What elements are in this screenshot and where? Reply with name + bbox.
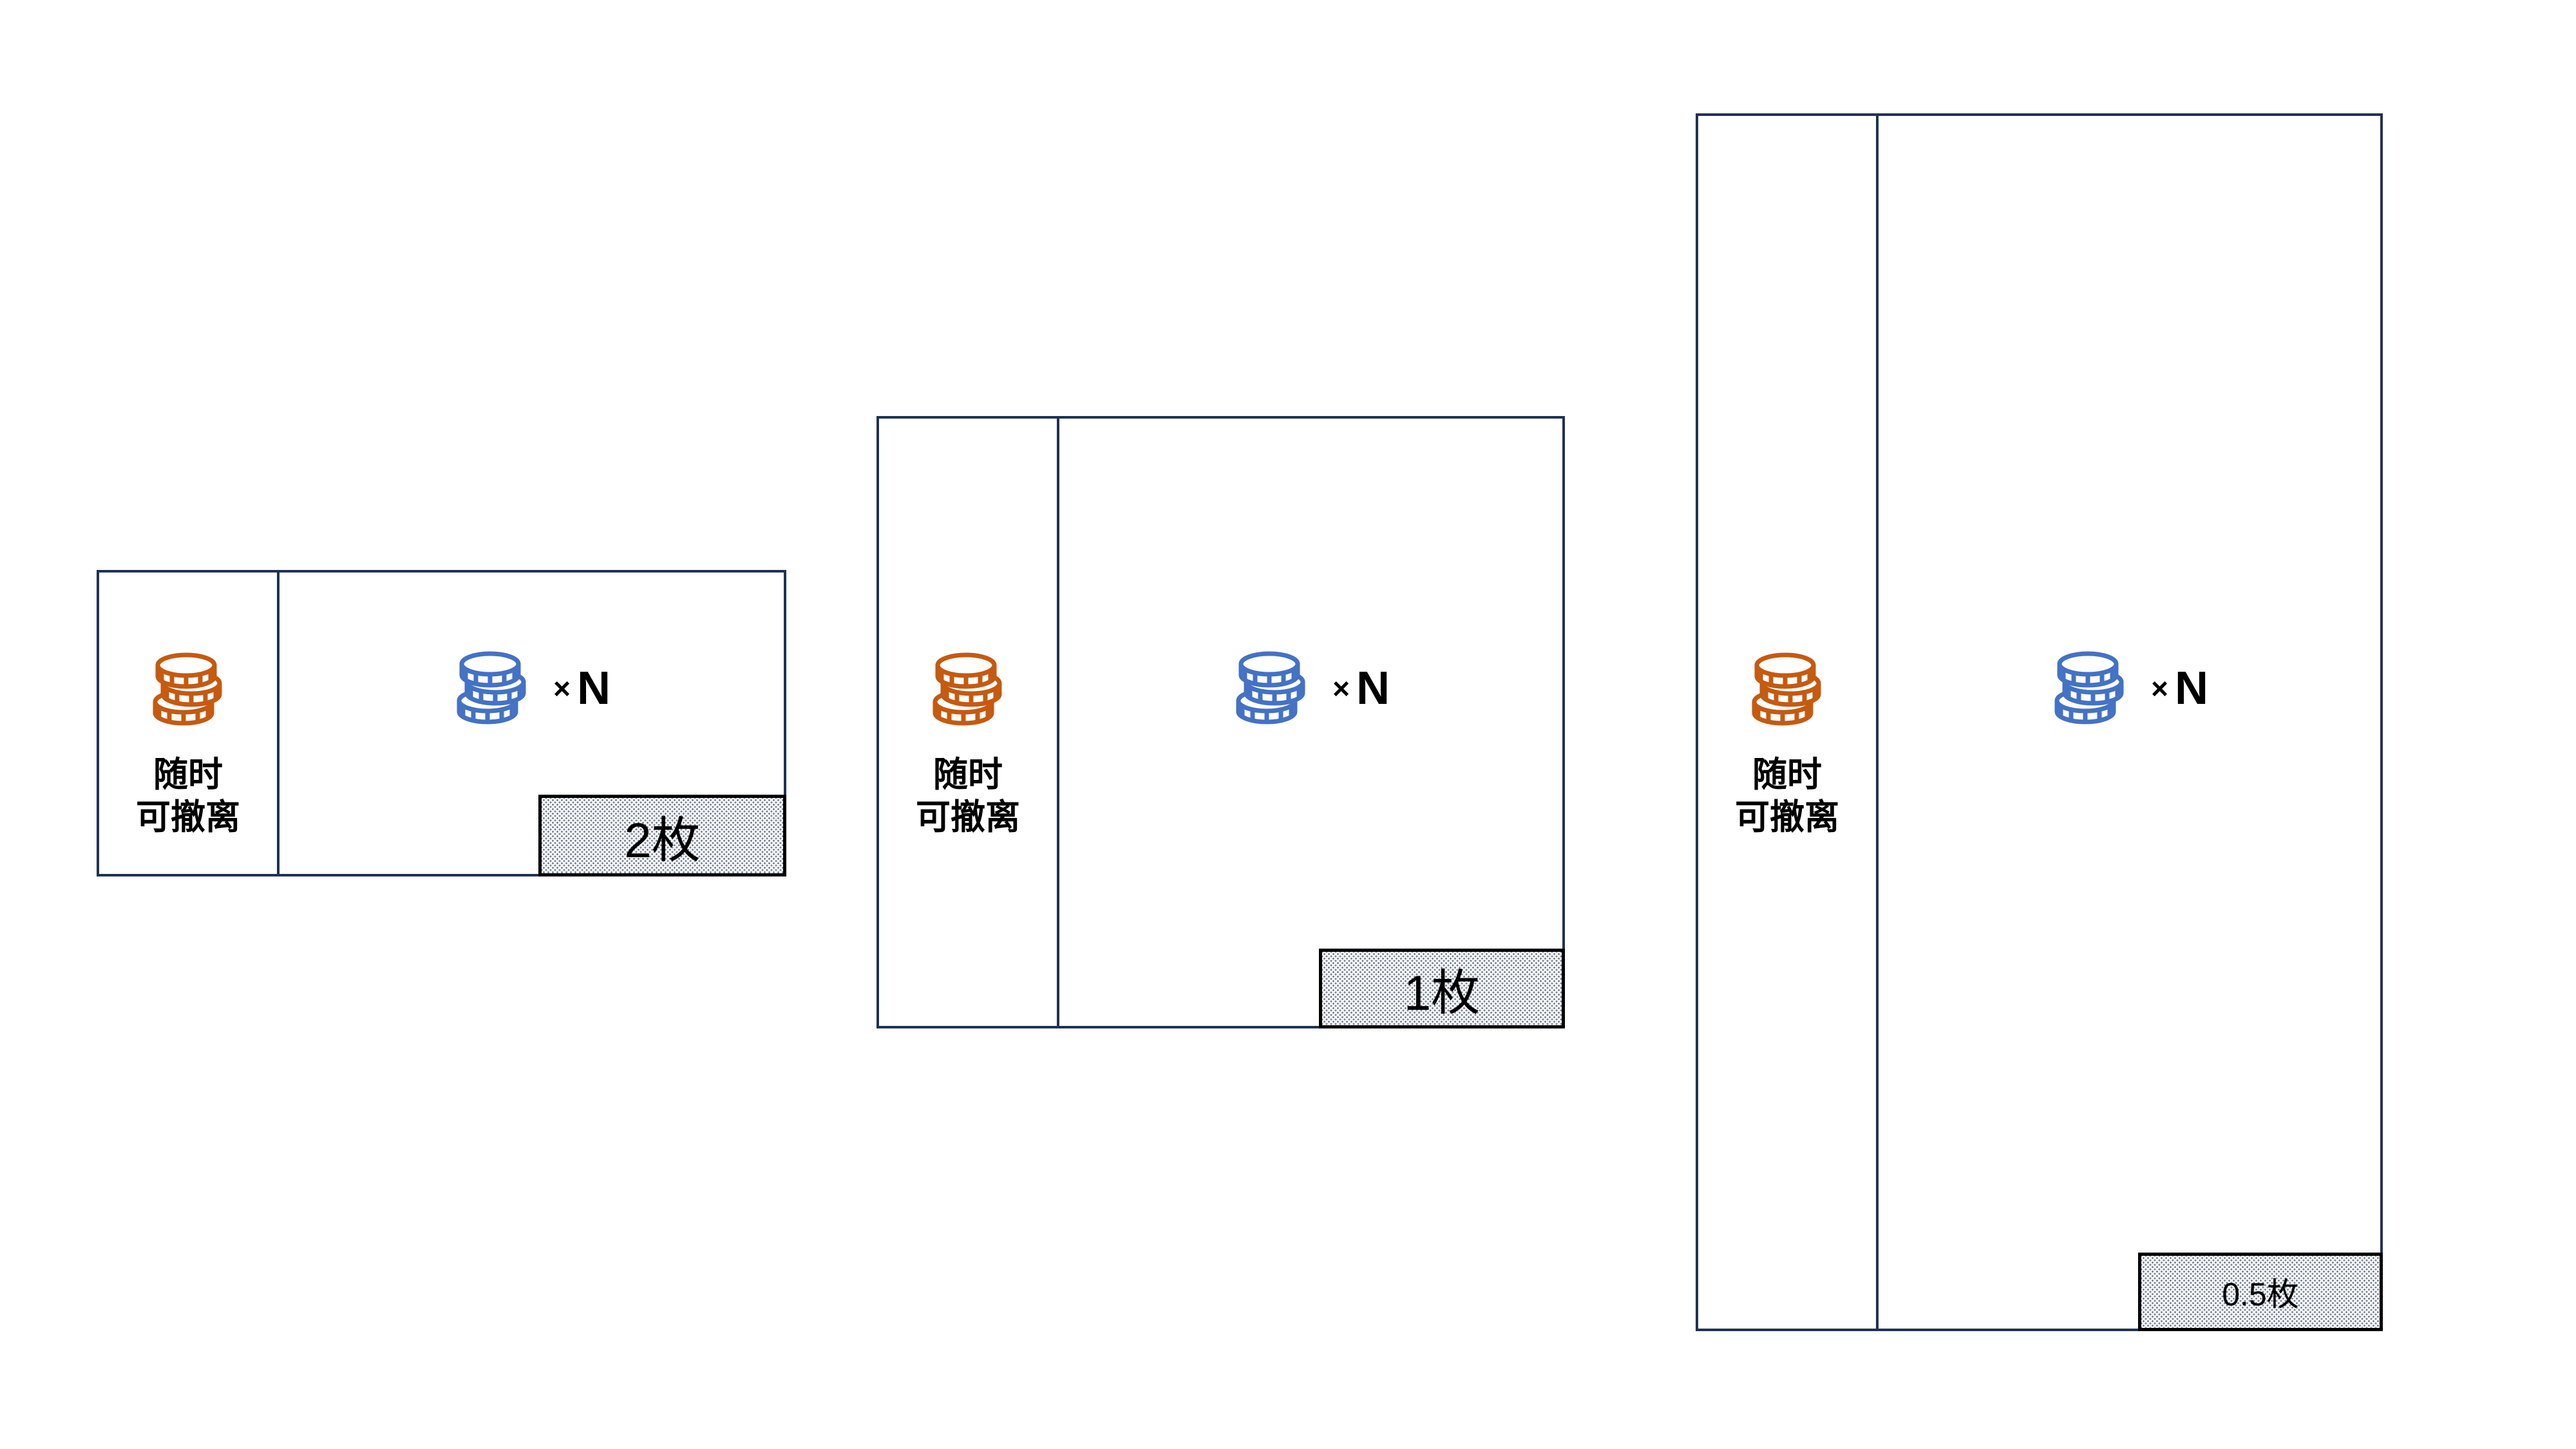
stake-area: ×N [1879, 116, 2380, 1329]
stake-group: ×N [1879, 650, 2380, 726]
room-box-half-coin: 随时 可撤离 ×N 0.5枚 [1696, 113, 2383, 1331]
coin-cost-badge: 2枚 [538, 795, 786, 876]
orange-coin-stack-icon [1746, 652, 1828, 728]
times-sign: × [1332, 672, 1350, 705]
coin-cost-badge: 1枚 [1319, 949, 1565, 1028]
withdraw-anytime-label: 随时 可撤离 [879, 753, 1057, 838]
room-box-2-coins: 随时 可撤离 ×N 2枚 [97, 570, 786, 876]
coin-cost-text: 2枚 [624, 813, 701, 868]
withdrawable-column: 随时 可撤离 [879, 419, 1059, 1026]
times-sign: × [553, 672, 571, 705]
coin-cost-text: 1枚 [1403, 966, 1481, 1021]
orange-coin-stack-icon [927, 652, 1009, 728]
multiplier-label: ×N [2151, 665, 2208, 712]
coin-cost-badge: 0.5枚 [2138, 1253, 2383, 1331]
stake-group: ×N [1059, 650, 1562, 726]
withdrawable-column: 随时 可撤离 [99, 573, 279, 874]
stake-group: ×N [279, 650, 784, 726]
withdraw-line-2: 可撤离 [916, 798, 1020, 837]
withdraw-line-2: 可撤离 [136, 798, 240, 837]
blue-coin-stack-icon [1232, 650, 1311, 726]
withdrawable-column: 随时 可撤离 [1698, 116, 1879, 1329]
stake-area: ×N [1059, 419, 1562, 1026]
blue-coin-stack-icon [453, 650, 531, 726]
withdraw-line-1: 随时 [153, 755, 223, 794]
stake-area: ×N [279, 573, 784, 874]
withdraw-line-2: 可撤离 [1735, 798, 1839, 837]
coin-cost-text: 0.5枚 [2222, 1276, 2299, 1312]
orange-coin-stack-icon [147, 652, 229, 728]
withdraw-line-1: 随时 [1752, 755, 1822, 794]
multiplier-label: ×N [553, 665, 611, 712]
multiplier-n: N [2174, 663, 2208, 714]
multiplier-n: N [1356, 663, 1390, 714]
blue-coin-stack-icon [2050, 650, 2129, 726]
multiplier-n: N [576, 663, 611, 714]
withdraw-anytime-label: 随时 可撤离 [99, 753, 277, 838]
room-box-1-coin: 随时 可撤离 ×N 1枚 [876, 416, 1565, 1028]
times-sign: × [2151, 672, 2168, 705]
withdraw-anytime-label: 随时 可撤离 [1698, 753, 1876, 838]
withdraw-line-1: 随时 [933, 755, 1003, 794]
multiplier-label: ×N [1332, 665, 1390, 712]
